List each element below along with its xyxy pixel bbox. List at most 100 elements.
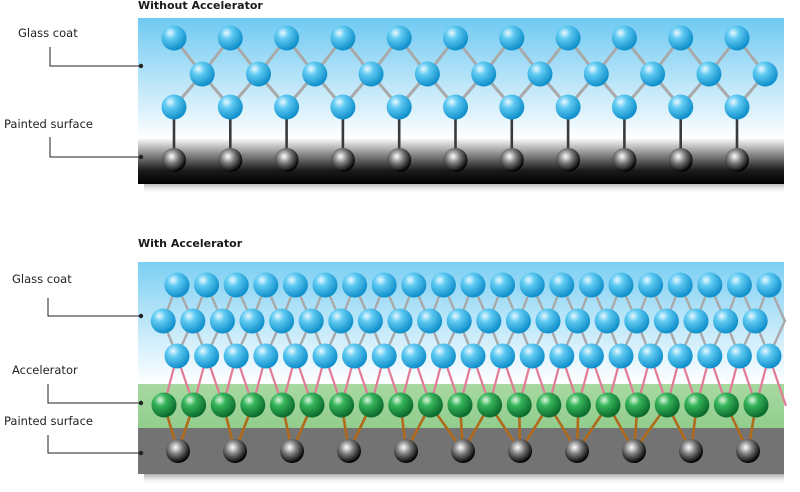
glass-molecule bbox=[713, 308, 739, 334]
glass-molecule bbox=[527, 61, 553, 87]
accelerator-molecule bbox=[240, 392, 266, 418]
paint-molecule bbox=[736, 439, 760, 463]
glass-molecule bbox=[217, 25, 243, 51]
accelerator-molecule bbox=[595, 392, 621, 418]
accelerator-molecule bbox=[151, 392, 177, 418]
glass-molecule bbox=[446, 308, 472, 334]
glass-molecule bbox=[460, 272, 486, 298]
paint-molecule bbox=[499, 148, 524, 172]
glass-molecule bbox=[667, 343, 693, 369]
leader-glass-coat-bottom bbox=[47, 298, 140, 317]
panel-without-accelerator: Without Accelerator Glass coat Painted s… bbox=[4, 0, 784, 194]
leader-dot bbox=[138, 63, 144, 69]
paint-molecule bbox=[394, 439, 418, 463]
glass-molecule bbox=[282, 272, 308, 298]
glass-molecule bbox=[161, 25, 187, 51]
glass-molecule bbox=[298, 308, 324, 334]
glass-molecule bbox=[223, 272, 249, 298]
paint-molecule bbox=[443, 148, 468, 172]
glass-molecule bbox=[150, 308, 176, 334]
accelerator-molecule bbox=[565, 392, 591, 418]
leader-dot bbox=[138, 154, 144, 160]
glass-molecule bbox=[330, 94, 356, 120]
paint-molecule bbox=[612, 148, 637, 172]
glass-molecule bbox=[312, 272, 338, 298]
accelerator-molecule bbox=[713, 392, 739, 418]
glass-molecule bbox=[555, 94, 581, 120]
paint-molecule bbox=[162, 148, 186, 172]
accelerator-molecule bbox=[743, 392, 769, 418]
accelerator-molecule bbox=[447, 392, 473, 418]
glass-molecule bbox=[683, 308, 709, 334]
panel-shadow bbox=[144, 182, 784, 194]
glass-molecule bbox=[443, 94, 468, 120]
glass-molecule bbox=[223, 343, 249, 369]
glass-molecule bbox=[549, 272, 575, 298]
glass-molecule bbox=[401, 343, 427, 369]
accelerator-molecule bbox=[654, 392, 680, 418]
glass-molecule bbox=[499, 94, 525, 120]
glass-molecule bbox=[164, 343, 190, 369]
glass-molecule bbox=[611, 94, 637, 120]
glass-molecule bbox=[499, 25, 525, 51]
glass-molecule bbox=[608, 343, 634, 369]
glass-molecule bbox=[430, 343, 456, 369]
glass-molecule bbox=[578, 272, 604, 298]
glass-molecule bbox=[519, 272, 545, 298]
glass-molecule bbox=[194, 272, 220, 298]
accelerator-molecules bbox=[151, 392, 769, 418]
glass-molecule bbox=[180, 308, 206, 334]
glass-molecule bbox=[189, 61, 215, 87]
glass-molecule bbox=[638, 272, 664, 298]
paint-molecule bbox=[622, 439, 646, 463]
label-glass-coat-top: Glass coat bbox=[18, 26, 78, 40]
glass-molecules bbox=[161, 25, 778, 120]
glass-molecule bbox=[161, 94, 187, 120]
glass-molecule bbox=[724, 25, 750, 51]
glass-molecule bbox=[387, 308, 413, 334]
glass-molecule bbox=[668, 94, 694, 120]
accelerator-molecule bbox=[684, 392, 710, 418]
glass-molecule bbox=[253, 272, 279, 298]
glass-molecule bbox=[490, 343, 516, 369]
glass-molecule bbox=[217, 94, 243, 120]
leader-glass-coat-top bbox=[49, 47, 140, 67]
label-painted-surface-bottom: Painted surface bbox=[4, 414, 93, 428]
leader-accelerator bbox=[47, 384, 140, 404]
glass-molecule bbox=[430, 272, 456, 298]
paint-molecule bbox=[166, 439, 190, 463]
panel-shadow bbox=[144, 473, 784, 485]
accelerator-molecule bbox=[210, 392, 236, 418]
glass-molecule bbox=[742, 308, 768, 334]
paint-molecules bbox=[166, 439, 760, 463]
paint-molecule bbox=[274, 148, 299, 172]
paint-molecule bbox=[218, 148, 243, 172]
paint-molecule bbox=[556, 148, 581, 172]
glass-molecule bbox=[209, 308, 235, 334]
glass-molecule bbox=[342, 272, 368, 298]
glass-molecule bbox=[471, 61, 497, 87]
panel-title-with: With Accelerator bbox=[138, 237, 243, 250]
label-painted-surface-top: Painted surface bbox=[4, 117, 93, 131]
glass-molecule bbox=[697, 343, 723, 369]
glass-molecule bbox=[535, 308, 561, 334]
glass-molecule bbox=[726, 272, 752, 298]
glass-molecule bbox=[668, 25, 694, 51]
paint-molecule bbox=[565, 439, 589, 463]
accelerator-molecule bbox=[299, 392, 325, 418]
glass-molecule bbox=[330, 25, 356, 51]
glass-molecule bbox=[565, 308, 591, 334]
paint-molecules bbox=[162, 148, 749, 172]
glass-molecule bbox=[302, 61, 328, 87]
glass-molecule bbox=[253, 343, 279, 369]
accelerator-molecule bbox=[417, 392, 443, 418]
glass-molecule bbox=[386, 25, 412, 51]
glass-molecule bbox=[697, 272, 723, 298]
accelerator-molecule bbox=[388, 392, 414, 418]
accelerator-molecule bbox=[477, 392, 503, 418]
paint-molecule bbox=[679, 439, 703, 463]
glass-molecule bbox=[342, 343, 368, 369]
label-accelerator: Accelerator bbox=[12, 363, 78, 377]
leader-dot bbox=[138, 313, 144, 319]
